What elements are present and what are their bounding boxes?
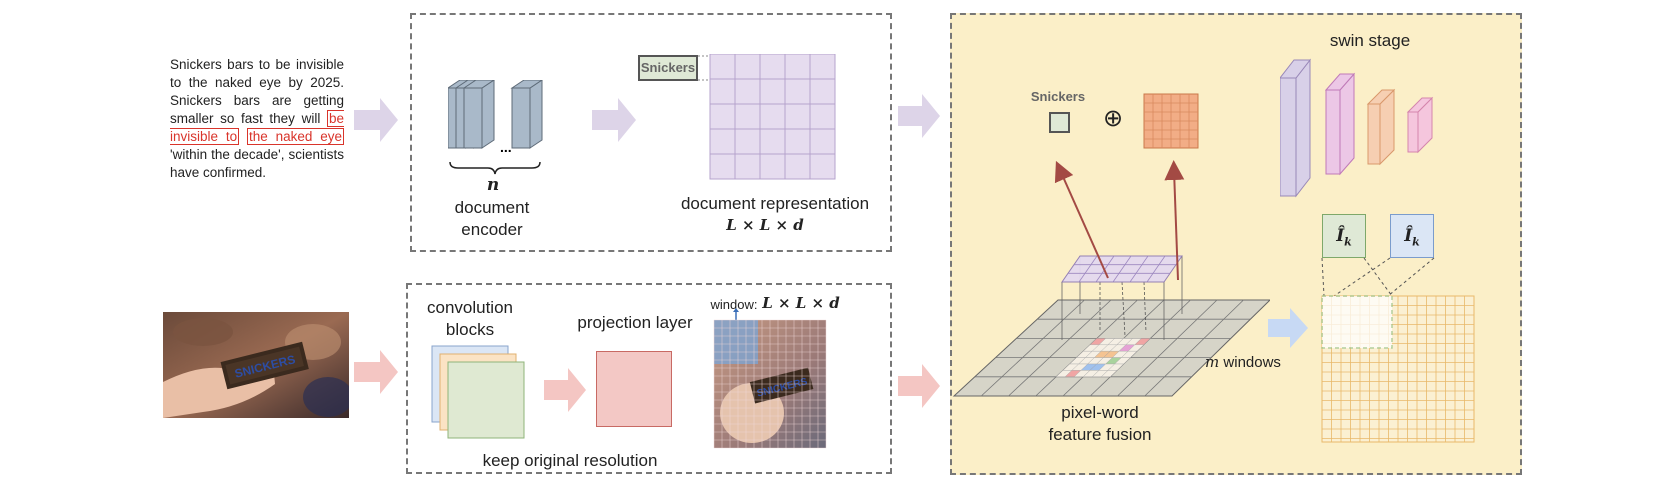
doc-grid-cell [709,103,736,130]
arrow-representation-to-fusion [898,94,940,138]
doc-grid-cell [709,54,736,80]
projection-layer-label: projection layer [577,313,693,332]
brace-icon [449,161,541,175]
swin-block [1406,96,1434,154]
fused-orange-grid [1143,93,1199,149]
swin-stage-blocks [1280,58,1434,198]
encoder-label-line-2: encoder [461,220,523,239]
document-representation-label: document representation [680,194,870,213]
doc-grid-cell [734,128,761,155]
doc-grid-cell [709,78,736,105]
pixel-word-fusion-diagram [952,160,1270,397]
fusion-arrow-right [1164,160,1185,281]
swin-block [1324,72,1356,176]
doc-grid-cell [709,153,736,180]
doc-grid-cell [784,54,811,80]
highlight-phrase-1: be invisible to [170,110,344,145]
arrow-text-to-encoder [354,98,398,142]
window-label: window: [710,297,758,312]
windows-var: m [1205,353,1220,371]
swin-stage-label: swin stage [1329,31,1411,50]
doc-grid-cell [784,128,811,155]
window-dims: L × L × d [762,294,840,312]
document-branch-panel [410,13,892,252]
input-document-text: Snickers bars to be invisible to the nak… [170,56,344,182]
document-representation-dims: L × L × d [726,216,804,234]
doc-grid-cell [759,78,786,105]
encoder-label-line-1: document [454,198,530,217]
output-window-highlight [1321,295,1393,349]
convolution-label-line-1: convolution [426,298,513,317]
doc-grid-cell [759,103,786,130]
ellipsis-dots: ... [500,139,512,155]
m-windows-label: m windows [1205,353,1281,371]
document-representation-grid [698,54,836,180]
image-branch-panel [406,283,892,474]
arrow-image-to-fusion [898,364,940,408]
highlight-phrase-2: the naked eye [246,128,344,145]
doc-grid-cell [784,103,811,130]
encoder-count-symbol: n [486,175,500,195]
doc-grid-cell [734,78,761,105]
text-after: 'within the decade', scientists have con… [170,147,344,180]
keep-resolution-label: keep original resolution [482,451,658,470]
projection-layer-block [596,351,672,427]
doc-grid-cell [809,103,836,130]
snickers-token-box: Snickers [638,55,698,81]
plus-icon: ⊕ [1102,104,1124,132]
convolution-label-line-2: blocks [445,320,495,339]
swin-block [1280,58,1312,198]
ik-box-green: Îk [1322,214,1366,258]
doc-grid-cell [784,78,811,105]
doc-grid-cell [709,128,736,155]
doc-grid-cell [809,153,836,180]
doc-grid-cell [759,54,786,80]
doc-grid-cell [809,78,836,105]
doc-grid-cell [734,103,761,130]
encoder-block [510,80,543,149]
doc-grid-cell [734,54,761,80]
text-before: Snickers bars to be invisible to the nak… [170,57,344,126]
doc-grid-cell [784,153,811,180]
candy-bar: SNICKERS [220,341,309,390]
doc-grid-cell [734,153,761,180]
output-feature-grid [1321,257,1475,443]
arrow-photo-to-conv [354,350,398,394]
windows-text: windows [1223,354,1281,371]
conv-block [447,361,525,439]
doc-grid-cell [809,128,836,155]
convolution-blocks [431,345,525,439]
fusion-label-line-2: feature fusion [1048,425,1152,444]
swin-block [1366,88,1396,166]
doc-grid-cell [809,54,836,80]
window-highlight [714,320,758,364]
fusion-arrow-left [1054,160,1109,279]
doc-grid-cell [759,153,786,180]
ik-box-blue: Îk [1390,214,1434,258]
encoder-block [462,80,495,149]
fusion-token-label: Snickers [1030,89,1086,104]
windowed-feature-image: SNICKERS [713,308,827,449]
document-encoder-stack: ... [448,80,543,155]
doc-grid-cell [759,128,786,155]
fusion-label-line-1: pixel-word [1061,403,1139,422]
snickers-photo: SNICKERS [163,312,349,418]
fusion-token-box [1049,112,1070,133]
